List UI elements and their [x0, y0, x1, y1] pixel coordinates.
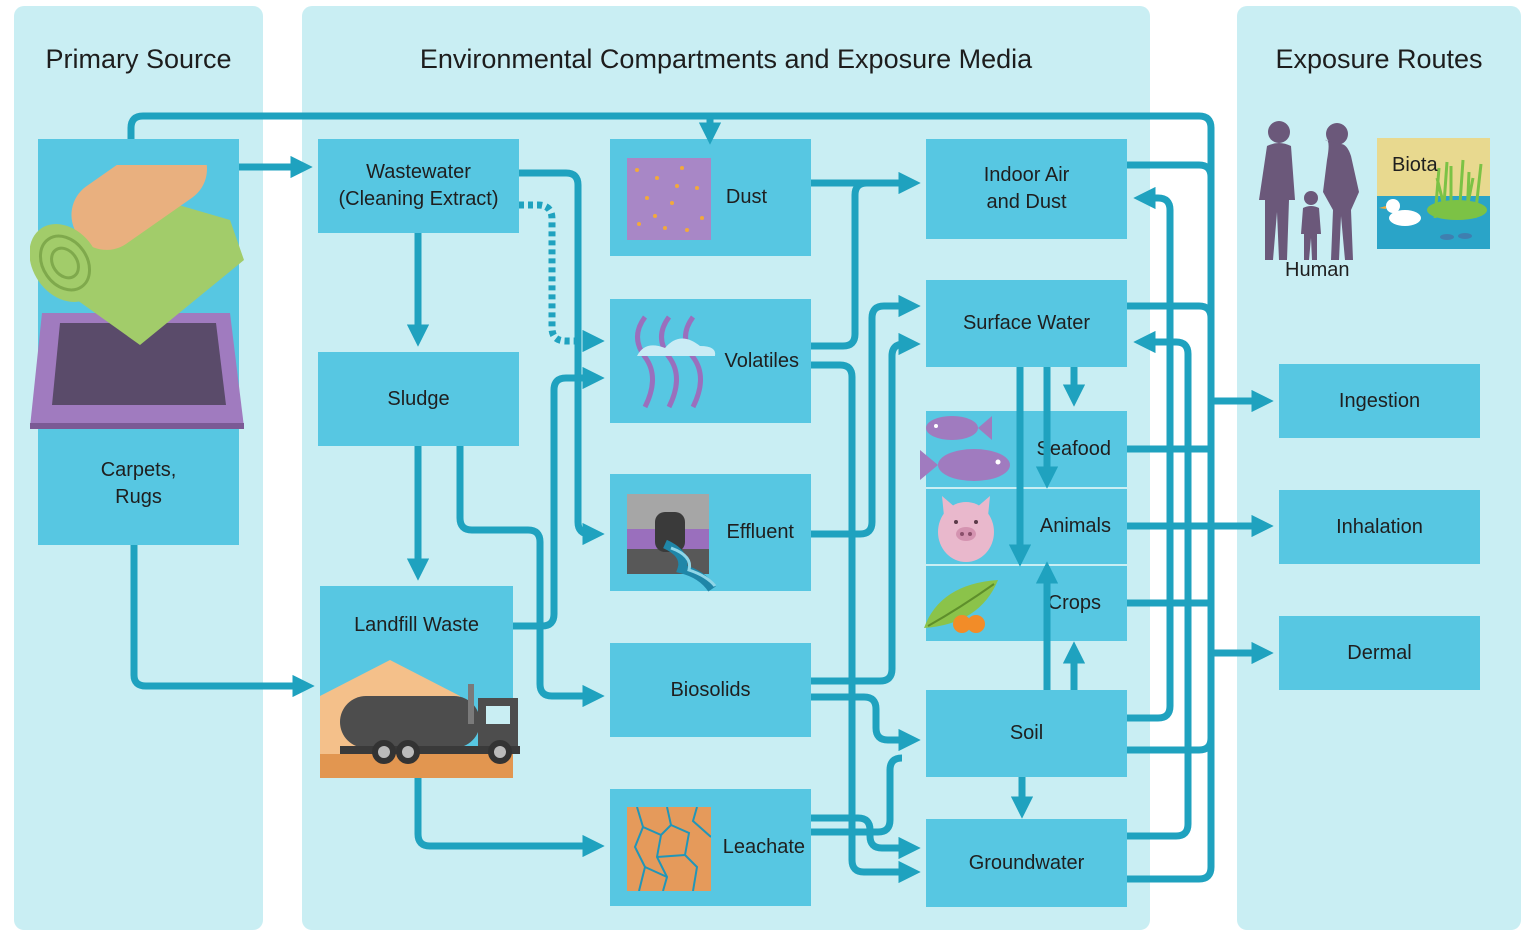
arrow-groundwater-surface [1127, 330, 1192, 840]
inhalation-box: Inhalation [1279, 490, 1480, 564]
arrow-soil-indoor [1127, 186, 1174, 722]
groundwater-label: Groundwater [968, 851, 1085, 874]
biota-box: Biota [1377, 138, 1490, 249]
landfill-label: Landfill Waste [354, 614, 479, 636]
crops-icon [924, 580, 998, 633]
arrow-carpets-dust [127, 112, 1215, 400]
volatiles-waves-icon [635, 315, 716, 409]
surface-water-label: Surface Water [962, 312, 1091, 334]
animals-label: Animals [1039, 515, 1111, 537]
arrow-soil-bus [1127, 737, 1215, 754]
dermal-label: Dermal [1347, 641, 1412, 664]
arrow-volatiles-indoor [811, 179, 868, 350]
dust-label: Dust [725, 186, 767, 208]
arrow-groundwater-bus [1127, 400, 1215, 883]
sludge-box: Sludge [318, 352, 519, 446]
crops-label: Crops [1047, 592, 1101, 614]
arrow-leachate-soil [811, 754, 903, 836]
leachate-label: Leachate [722, 836, 805, 858]
arrow-volatiles-down [811, 361, 921, 884]
human-label: Human [1285, 259, 1350, 281]
tanker-truck-icon [320, 660, 520, 778]
surface-water-box: Surface Water [926, 280, 1127, 367]
wastewater-label: Wastewater (Cleaning Extract) [338, 161, 499, 210]
arrow-sludge-biosolids [456, 446, 605, 708]
wastewater-box: Wastewater (Cleaning Extract) [318, 139, 519, 233]
ingestion-label: Ingestion [1338, 389, 1421, 412]
biota-label: Biota [1392, 154, 1438, 176]
arrow-wastewater-volatiles [519, 201, 605, 353]
primary-source-title: Primary Source [45, 44, 232, 74]
sludge-label: Sludge [387, 387, 450, 410]
cracked-soil-icon [627, 807, 711, 891]
arrow-carpets-landfill [130, 545, 315, 698]
arrow-biosolids-surface [811, 332, 921, 685]
fish-icon [920, 416, 1010, 481]
arrow-effluent-surface [811, 294, 921, 538]
dermal-box: Dermal [1279, 616, 1480, 690]
effluent-label: Effluent [726, 521, 794, 543]
groundwater-box: Groundwater [926, 819, 1127, 907]
arrow-indoor-bus [1127, 161, 1215, 178]
duck-wetland-icon [1377, 138, 1490, 249]
soil-box: Soil [926, 690, 1127, 777]
biosolids-box: Biosolids [610, 643, 811, 737]
arrow-wastewater-effluent [519, 169, 605, 546]
soil-label: Soil [1009, 722, 1044, 744]
carpets-label: Carpets, Rugs [100, 459, 177, 508]
arrow-biosolids-soil [811, 693, 921, 752]
ingestion-box: Ingestion [1279, 364, 1480, 438]
arrow-landfill-leachate [414, 778, 605, 858]
effluent-pipe-icon [627, 494, 717, 592]
exposure-routes-title: Exposure Routes [1275, 44, 1483, 74]
indoor-air-box: Indoor Air and Dust [926, 139, 1127, 239]
indoor-air-label: Indoor Air and Dust [983, 164, 1070, 213]
dust-particles-icon [627, 158, 711, 240]
arrow-surface-bus [1127, 302, 1215, 319]
biosolids-label: Biosolids [670, 678, 751, 701]
arrow-landfill-volatiles [513, 366, 605, 630]
family-silhouette-icon [1259, 121, 1359, 260]
carpet-roll-icon [30, 165, 244, 429]
seafood-label: Seafood [1036, 437, 1111, 460]
inhalation-label: Inhalation [1336, 515, 1423, 538]
environmental-title: Environmental Compartments and Exposure … [419, 44, 1033, 74]
volatiles-label: Volatiles [724, 349, 800, 372]
pig-icon [938, 496, 994, 562]
